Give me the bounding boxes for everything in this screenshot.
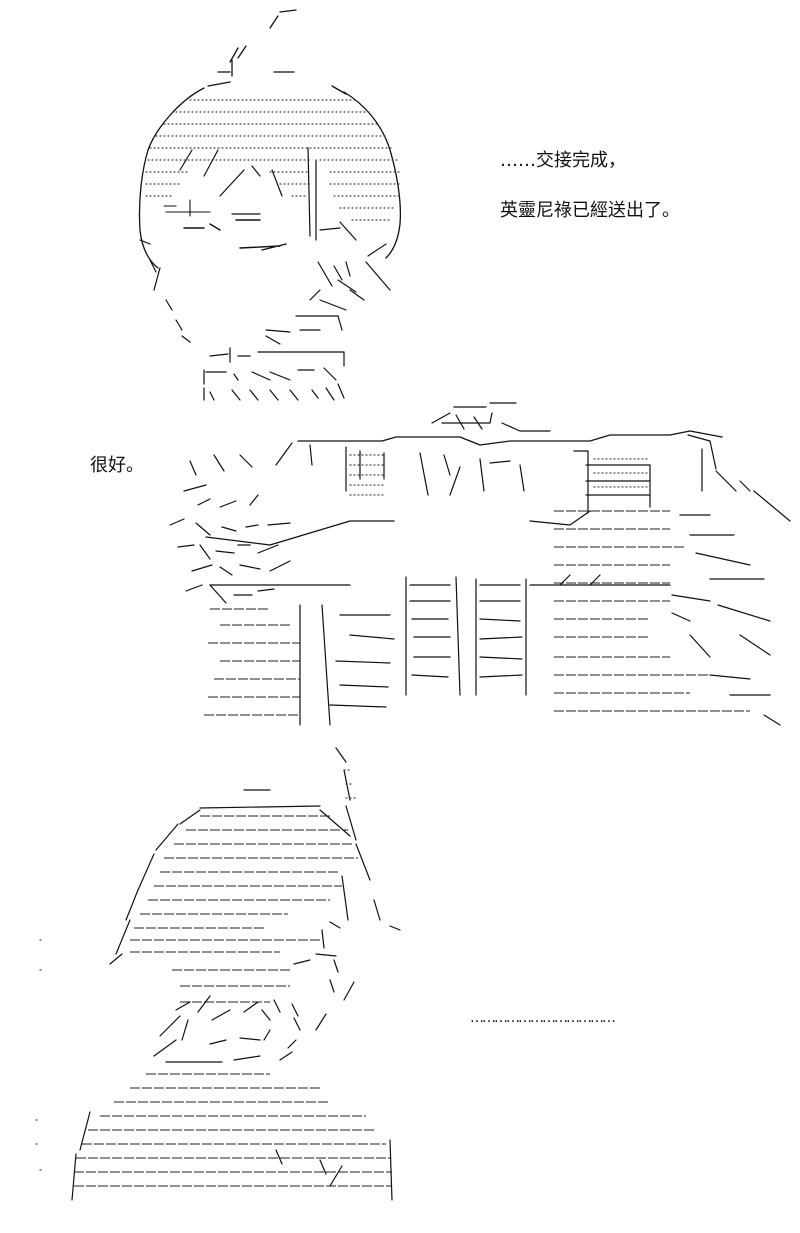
clothing-lines: [71, 1073, 393, 1201]
caption-very-good: 很好。: [90, 455, 144, 476]
caption-nero-sent: 英靈尼祿已經送出了。: [500, 200, 680, 221]
panel-girl-head: [120, 0, 430, 401]
caption-silence: ………………………………: [470, 1010, 616, 1026]
armored-figure-ascii-art: [169, 402, 791, 726]
left-eye: [183, 223, 221, 231]
caption-handover-complete: ……交接完成，: [500, 150, 626, 171]
panel-back-figure: [30, 740, 410, 1201]
panel-armored-figure: [150, 395, 791, 730]
right-eye: [235, 219, 287, 251]
girl-head-ascii-art: [138, 9, 402, 401]
back-figure-ascii-art: [35, 747, 401, 1201]
ribcage-lines: [405, 576, 527, 696]
hair-dense-fill: [130, 815, 358, 1003]
hair-dotted-fill: [145, 99, 401, 221]
